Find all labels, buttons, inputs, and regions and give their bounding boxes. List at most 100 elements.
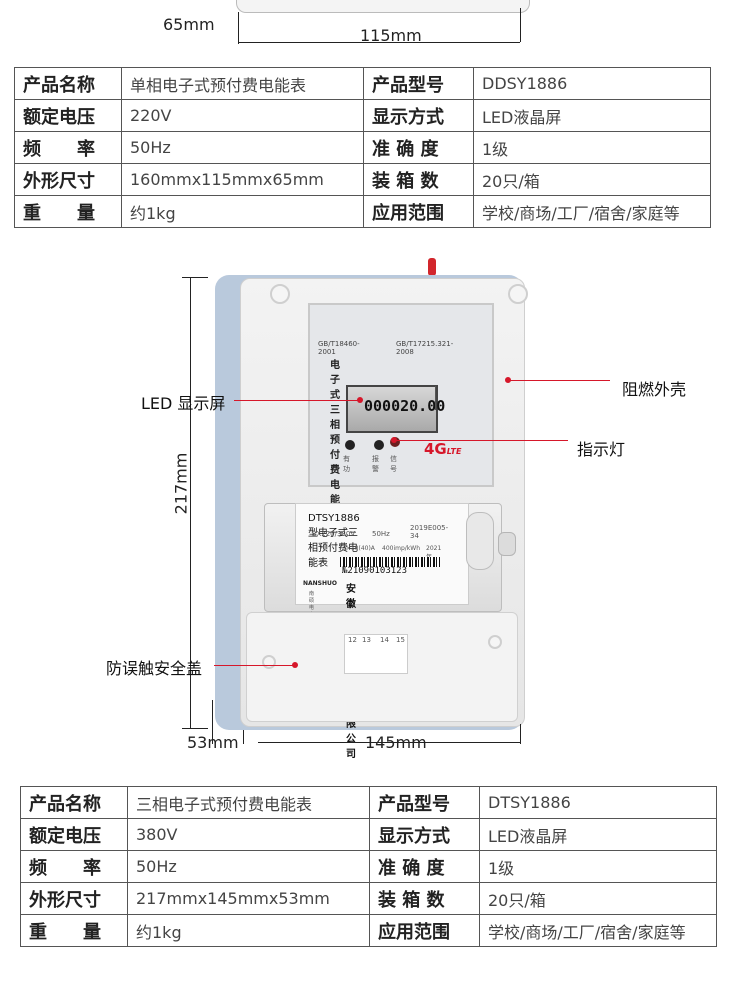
plate-current: 3×10(40)A	[342, 545, 375, 552]
screw-icon	[262, 655, 276, 669]
spec-value: 20只/箱	[473, 163, 711, 196]
spec-key: 外形尺寸	[14, 163, 122, 196]
callout-shell-dot	[505, 377, 511, 383]
spec-value: 学校/商场/工厂/宿舍/家庭等	[473, 195, 711, 228]
spec-key: 频 率	[20, 850, 128, 883]
spec-key: 应用范围	[363, 195, 474, 228]
dim-tick-top	[182, 277, 208, 278]
terminal-label	[344, 634, 408, 674]
spec-value: 50Hz	[127, 850, 370, 883]
spec-key: 外形尺寸	[20, 882, 128, 915]
spec-key: 重 量	[20, 914, 128, 947]
spec-key: 装 箱 数	[369, 882, 480, 915]
led-label-alarm: 报警	[372, 455, 379, 473]
callout-shell-label: 阻燃外壳	[622, 380, 687, 399]
spec-value: LED液晶屏	[479, 818, 717, 851]
spec-key: 应用范围	[369, 914, 480, 947]
callout-indicator-label: 指示灯	[577, 440, 626, 459]
terminal-12: 12	[348, 636, 357, 644]
callout-cover-label: 防误触安全盖	[106, 659, 203, 678]
dim-tick-depth-left	[212, 700, 213, 744]
spec-value: 三相电子式预付费电能表	[127, 786, 370, 819]
dim-width-2-label: 145mm	[365, 733, 427, 752]
lcd-screen	[346, 385, 438, 433]
dim-height-label: 217mm	[171, 452, 191, 515]
dim-tick-bottom	[182, 728, 208, 729]
network-lte-label: LTE	[446, 447, 462, 456]
spec-key: 额定电压	[20, 818, 128, 851]
spec-value: 217mmx145mmx53mm	[127, 882, 370, 915]
top-meter-outline	[236, 0, 530, 13]
screw-icon	[270, 284, 290, 304]
antenna-icon	[428, 258, 436, 276]
cover-buttons	[466, 512, 494, 570]
spec-value: 单相电子式预付费电能表	[121, 67, 364, 100]
callout-display-label: LED 显示屏	[141, 394, 226, 413]
spec-key: 装 箱 数	[363, 163, 474, 196]
terminal-cover	[246, 612, 518, 722]
spec-key: 显示方式	[369, 818, 480, 851]
spec-value: 20只/箱	[479, 882, 717, 915]
standard-left: GB/T18460-2001	[318, 340, 360, 356]
spec-key: 准 确 度	[363, 131, 474, 164]
plate-const: 400imp/kWh	[382, 545, 421, 552]
brand-logo: NANSHUO	[303, 580, 338, 587]
dim-tick-left	[238, 12, 239, 44]
dim-line-width	[238, 42, 520, 43]
spec-key: 频 率	[14, 131, 122, 164]
led-label-active: 有功	[343, 455, 350, 473]
spec-key: 重 量	[14, 195, 122, 228]
spec-value: DTSY1886	[479, 786, 717, 819]
spec-value: 50Hz	[121, 131, 364, 164]
spec-value: LED液晶屏	[473, 99, 711, 132]
spec-value: 160mmx115mmx65mm	[121, 163, 364, 196]
network-4g-label: 4G	[424, 440, 447, 458]
spec-key: 准 确 度	[369, 850, 480, 883]
dim-depth-2-label: 53mm	[187, 733, 239, 752]
dim-width-label: 115mm	[360, 26, 422, 45]
spec-key: 产品名称	[20, 786, 128, 819]
callout-indicator-dot	[391, 437, 397, 443]
spec-key: 产品型号	[369, 786, 480, 819]
terminal-15: 15	[396, 636, 405, 644]
callout-cover-line	[214, 665, 294, 666]
spec-value: 约1kg	[127, 914, 370, 947]
dim-tick-depth-right	[243, 730, 244, 744]
callout-display-line	[234, 400, 360, 401]
led-label-signal: 信号	[390, 455, 397, 473]
cover-latch	[498, 532, 516, 556]
network-4g: 4GLTE	[424, 440, 461, 458]
lcd-value: 000020.00	[364, 397, 446, 415]
dim-tick-width-right	[520, 724, 521, 744]
plate-freq: 50Hz	[372, 530, 390, 538]
dim-depth-label: 65mm	[163, 15, 215, 34]
callout-shell-line	[510, 380, 610, 381]
barcode	[340, 557, 440, 567]
spec-value: 380V	[127, 818, 370, 851]
terminal-13: 13	[362, 636, 371, 644]
plate-voltage: 3X220/380V	[312, 530, 356, 538]
callout-cover-dot	[292, 662, 298, 668]
status-icons	[435, 386, 444, 410]
spec-value: 约1kg	[121, 195, 364, 228]
dim-tick-right	[520, 8, 521, 42]
spec-value: 学校/商场/工厂/宿舍/家庭等	[479, 914, 717, 947]
screw-icon	[508, 284, 528, 304]
spec-value: 220V	[121, 99, 364, 132]
spec-key: 额定电压	[14, 99, 122, 132]
serial-number: №21090103123	[342, 566, 408, 576]
terminal-14: 14	[380, 636, 389, 644]
plate-code: 2019E005-34	[410, 524, 449, 540]
spec-value: 1级	[473, 131, 711, 164]
callout-indicator-line	[396, 440, 568, 441]
